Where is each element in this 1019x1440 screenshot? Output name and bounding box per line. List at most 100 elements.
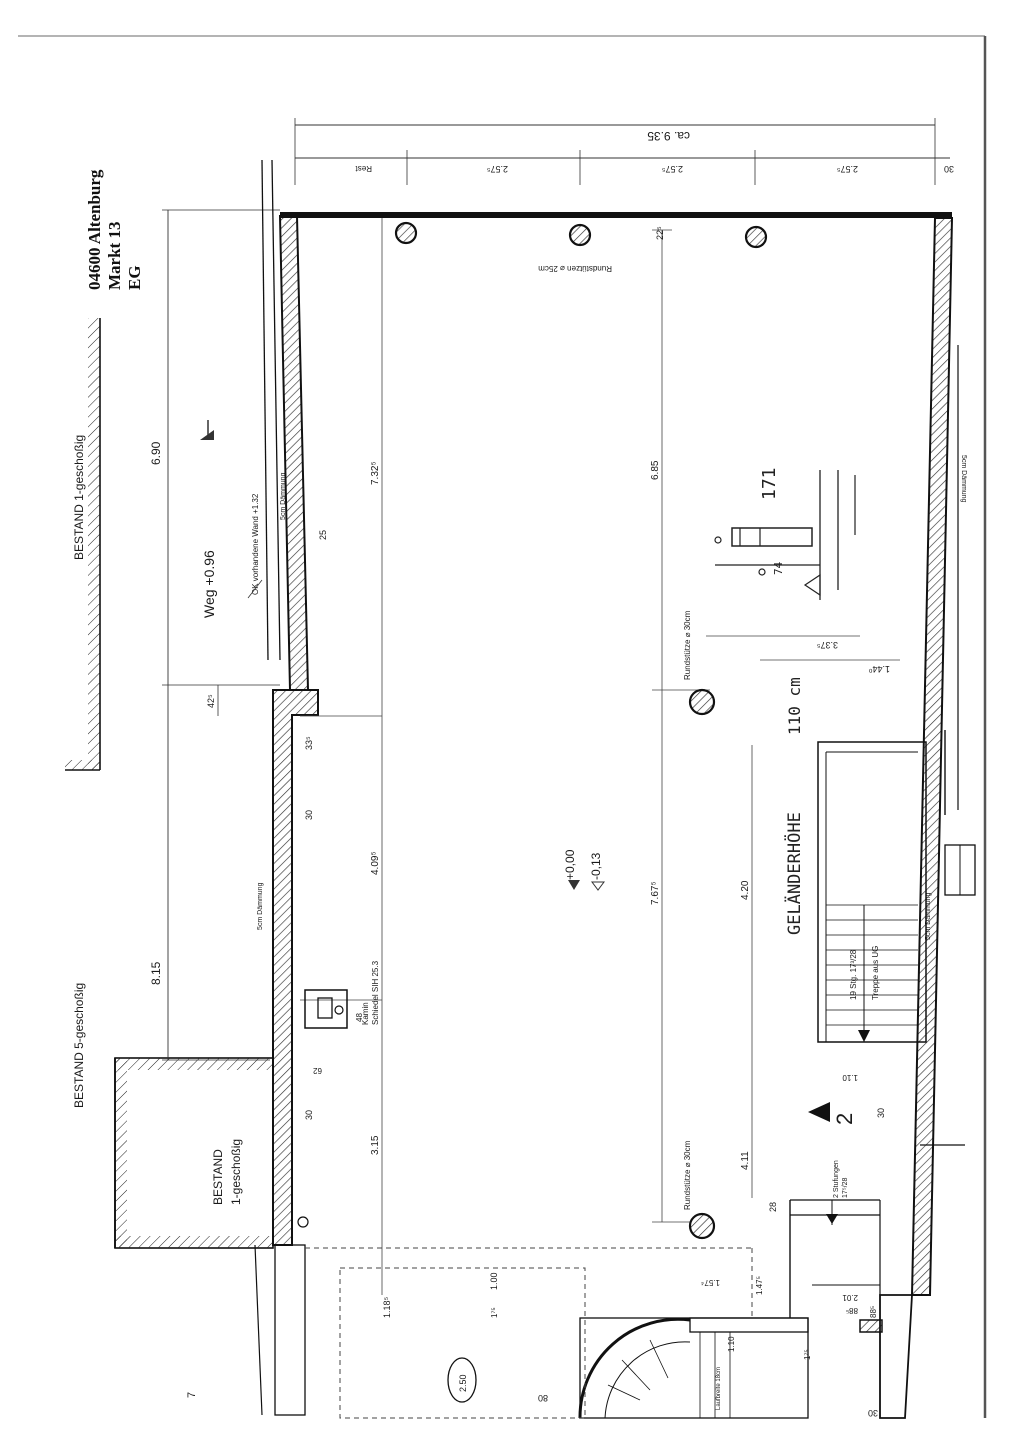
- dim-3-37: 3.37⁵: [816, 640, 838, 650]
- path-leader: [247, 579, 263, 599]
- dim-8-15: 8.15: [149, 961, 163, 985]
- dim-6-90: 6.90: [149, 441, 163, 465]
- entry-steps-b: 17⁵/28: [842, 1177, 849, 1198]
- insulation-right-b: 5cm Dämmung: [925, 892, 932, 940]
- entry-steps-a: 2 Stufungen: [833, 1160, 840, 1198]
- dim-1-00: 1.00: [489, 1272, 499, 1290]
- entry-arrow: [826, 1214, 838, 1224]
- spiral-inner-arc: [604, 1341, 691, 1419]
- insulation-left-a: 5cm Dämmung: [280, 472, 287, 520]
- neighbor-small-b: 1-geschoßig: [229, 1139, 243, 1205]
- dim-top-c: 2.57⁵: [836, 164, 858, 174]
- sketch-step: [731, 527, 813, 547]
- spiral-outer-arc: [578, 1317, 691, 1419]
- street-wall-line-3: [254, 1244, 263, 1416]
- dim-top-total: ca. 9.35: [647, 129, 690, 143]
- dim-30c: 30: [876, 1108, 886, 1118]
- level-marker-b: [591, 881, 605, 891]
- path-level-marker: [200, 430, 214, 440]
- ground-hatch-top: [88, 318, 100, 770]
- dim-1-57: 1.57⁴: [700, 1278, 720, 1287]
- sketch-dot: [714, 536, 722, 544]
- column-30-lower: [688, 1212, 716, 1240]
- spiral-landing: [689, 1317, 809, 1333]
- hand-74: 74: [772, 561, 785, 575]
- stairs-count: 19 Stg. 17³/28: [849, 949, 858, 1000]
- column-30-upper: [688, 688, 716, 716]
- wall-left-lower: [272, 689, 319, 1246]
- dim-33: 33⁵: [304, 736, 314, 750]
- dim-6-85: 6.85: [650, 460, 661, 480]
- level-marker-a: [568, 880, 580, 890]
- street-wall-line-1: [261, 159, 269, 661]
- column-25-b: [568, 223, 592, 247]
- dim-1-44: 1.44⁰: [868, 664, 890, 674]
- dim-top-a: 2.57⁵: [486, 164, 508, 174]
- wall-left-bottom: [274, 1244, 306, 1416]
- level-zero: +0,00: [563, 849, 577, 880]
- chimney-vent: [334, 1005, 344, 1015]
- stairs-ug: [817, 741, 927, 1043]
- dim-2-01: 2.01: [842, 1293, 858, 1302]
- hand-gelaende: GELÄNDERHÖHE: [783, 812, 805, 935]
- chimney-flue: [317, 997, 333, 1019]
- path-label: Weg +0.96: [201, 550, 217, 618]
- path-wall-note: OK vorhandene Wand +1.32: [251, 493, 260, 595]
- dim-top-rest: Rest: [355, 164, 372, 173]
- neighbor-small-hatch-top: [115, 1058, 273, 1070]
- column-25-c: [744, 225, 768, 249]
- dim-1-10b: 1.10: [727, 1336, 736, 1352]
- chimney: [304, 989, 348, 1029]
- spiral-frame: [579, 1317, 809, 1419]
- spiral-stair: [578, 1317, 809, 1419]
- dim-7-32: 7.32⁵: [370, 461, 381, 485]
- header-street: Markt 13: [105, 222, 124, 290]
- level-minus: -0,13: [589, 852, 603, 880]
- dim-4-09: 4.09⁵: [370, 851, 381, 875]
- dim-88a: 88⁵: [846, 1306, 858, 1315]
- dim-top-30: 30: [944, 164, 954, 174]
- wall-right-bottom: [879, 1294, 913, 1419]
- header-city: 04600 Altenburg: [85, 169, 104, 290]
- dim-42: 42⁵: [206, 694, 216, 708]
- neighbor-small-a: BESTAND: [211, 1149, 225, 1205]
- dim-22: 22⁵: [655, 226, 665, 240]
- columns-25: [394, 221, 768, 249]
- stair-number: 2: [832, 1113, 857, 1125]
- hand-height: 110 cm: [785, 677, 804, 735]
- stairs-label: Treppe aus UG: [871, 946, 880, 1000]
- dim-28: 28: [768, 1202, 778, 1212]
- dim-1-18: 1.18⁵: [382, 1296, 392, 1318]
- dim-62: 62: [313, 1066, 322, 1075]
- stair-number-marker: [808, 1102, 830, 1122]
- header-block: 04600 Altenburg Markt 13 EG: [85, 169, 144, 290]
- wall-left-upper: [278, 215, 310, 691]
- chimney-label-b: Schiedel SIH 25.3: [371, 960, 380, 1025]
- wall-stub-bottom: [859, 1319, 883, 1333]
- neighbor-bestand-5: BESTAND 5-geschoßig: [72, 983, 86, 1108]
- insulation-left-b: 5cm Dämmung: [257, 882, 264, 930]
- insulation-right: 5cm Dämmung: [960, 455, 967, 503]
- column-30-upper-label: Rundstütze ⌀ 30cm: [683, 610, 692, 680]
- neighbor-small-hatch-bottom: [115, 1236, 273, 1248]
- dim-3-15: 3.15: [370, 1135, 381, 1155]
- spiral-tread-6: [649, 1339, 669, 1379]
- dim-4-11: 4.11: [740, 1151, 751, 1170]
- dim-25: 25: [318, 530, 328, 540]
- dim-80: 80: [538, 1393, 548, 1403]
- dim-30a: 30: [304, 810, 314, 820]
- stair-arrow: [858, 1030, 870, 1042]
- dim-1-10: 1.10: [842, 1073, 858, 1082]
- neighbor-small-hatch-left: [115, 1058, 127, 1248]
- spiral-note: Laufbreite 18cm: [716, 1367, 722, 1410]
- dim-30-bottom: 30: [868, 1408, 878, 1418]
- neighbor-bestand-1: BESTAND 1-geschoßig: [72, 435, 86, 560]
- wall-right: [910, 217, 954, 1296]
- header-floor: EG: [125, 265, 144, 290]
- dim-48: 48: [355, 1013, 364, 1022]
- sketch-arrow: [803, 573, 821, 597]
- area-mark: 2.50: [458, 1374, 468, 1392]
- wall-corner-marker: [297, 1216, 309, 1228]
- dim-88b: 88⁵: [869, 1306, 878, 1318]
